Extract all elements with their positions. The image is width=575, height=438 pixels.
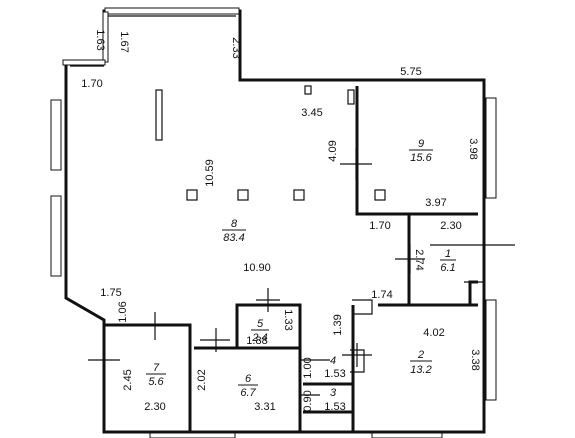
dim-label: 2.45 — [122, 369, 134, 390]
dim-label: 3.98 — [467, 138, 479, 159]
room-1-area: 6.1 — [440, 262, 455, 274]
dim-label: 1.33 — [282, 309, 294, 330]
dimension-labels: 1.63 1.67 2.33 5.75 1.70 3.45 4.09 3.98 … — [81, 29, 481, 413]
room-2-area: 13.2 — [410, 364, 431, 376]
dim-label: 4.09 — [327, 140, 339, 161]
room-5-area: 2.4 — [251, 332, 267, 344]
room-4-number: 4 — [330, 355, 336, 367]
room-5-label: 5 2.4 — [251, 318, 269, 344]
dim-label: 1.53 — [324, 368, 345, 380]
room-9-number: 9 — [418, 138, 424, 150]
dim-label: 1.39 — [332, 314, 344, 335]
dim-label: 1.67 — [118, 31, 130, 52]
section-marks — [88, 148, 515, 396]
dim-label: 2.74 — [413, 249, 425, 270]
room-7-label: 7 5.6 — [146, 362, 166, 388]
room-5-number: 5 — [257, 318, 264, 330]
dim-label: 0.90 — [302, 390, 314, 411]
dim-label: 5.75 — [400, 66, 421, 78]
dim-label: 10.90 — [243, 262, 271, 274]
room-1-number: 1 — [445, 248, 451, 260]
dim-label: 2.02 — [196, 369, 208, 390]
room-2-label: 2 13.2 — [410, 349, 432, 376]
dim-label: 2.30 — [144, 401, 165, 413]
dim-label: 3.97 — [425, 197, 446, 209]
dim-label: 1.06 — [117, 301, 129, 322]
room-2-number: 2 — [417, 349, 424, 361]
room-8-label: 8 83.4 — [222, 218, 246, 244]
windows — [50, 7, 497, 438]
room-9-label: 9 15.6 — [409, 138, 433, 164]
room-6-label: 6 6.7 — [238, 373, 258, 399]
dim-label: 4.02 — [423, 327, 444, 339]
dim-label: 1.00 — [302, 357, 314, 378]
dim-label: 2.33 — [230, 37, 242, 58]
dim-label: 1.70 — [369, 220, 390, 232]
dim-label: 1.53 — [324, 401, 345, 413]
dim-label: 1.88 — [246, 335, 267, 347]
dim-label: 3.45 — [301, 107, 322, 119]
dim-label: 2.30 — [440, 220, 461, 232]
room-8-number: 8 — [231, 218, 238, 230]
room-6-area: 6.7 — [240, 387, 256, 399]
interior-walls — [104, 85, 484, 432]
dim-label: 3.31 — [254, 401, 275, 413]
room-7-area: 5.6 — [148, 376, 164, 388]
room-3-number: 3 — [330, 387, 337, 399]
columns — [186, 189, 386, 201]
room-8-area: 83.4 — [223, 232, 244, 244]
dim-label: 1.75 — [100, 287, 121, 299]
room-labels: 1 6.1 2 13.2 3 4 5 2.4 6 6.7 7 5.6 8 — [146, 138, 456, 399]
room-1-label: 1 6.1 — [440, 248, 456, 274]
dim-label: 1.63 — [94, 29, 106, 50]
room-7-number: 7 — [153, 362, 160, 374]
dim-label: 1.70 — [81, 78, 102, 90]
dim-label: 1.74 — [371, 289, 392, 301]
room-9-area: 15.6 — [410, 152, 432, 164]
room-6-number: 6 — [245, 373, 252, 385]
dim-label: 3.38 — [469, 349, 481, 370]
dim-label: 10.59 — [204, 159, 216, 187]
